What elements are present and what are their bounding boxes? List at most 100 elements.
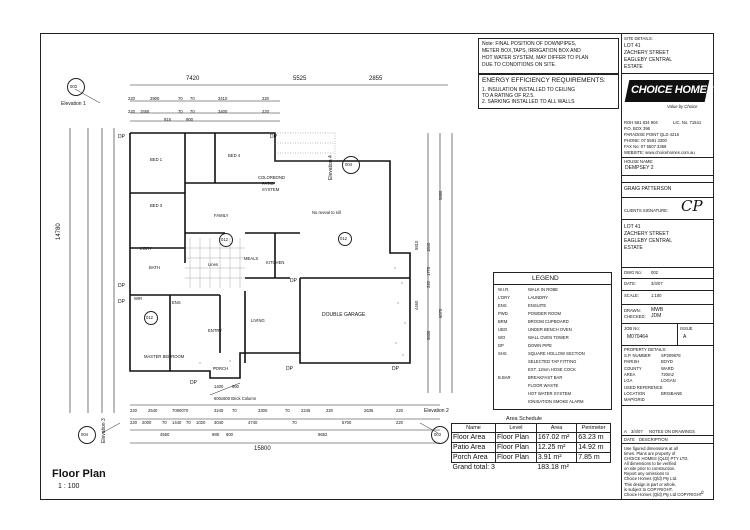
- legend-description: SQUARE HOLLOW SECTION: [528, 351, 585, 356]
- dim-bottom1-4: 3240: [214, 408, 224, 413]
- legend-abbr: PWD: [498, 311, 508, 316]
- dp-label: DP: [286, 366, 293, 372]
- desc-date-label: DATE: [624, 437, 635, 442]
- room-double-garage: DOUBLE GARAGE: [322, 312, 366, 318]
- legend-abbr: B.BAR: [498, 375, 511, 380]
- dim-bottom2-4: 1440: [172, 420, 182, 425]
- legal-note-line: Report any omissions to: [624, 471, 669, 476]
- elevation-marker: 004: [342, 156, 360, 174]
- schedule-header-cell: Area: [535, 423, 578, 433]
- dim-top-1: 7420: [186, 76, 200, 82]
- client-name: GRAIG PATTERSON: [624, 186, 672, 192]
- legal-note-line: Use figured dimensions at all: [624, 446, 678, 451]
- title-block: SITE DETAILS: LOT 41 ZACHERY STREET EAGL…: [621, 33, 714, 500]
- dp-label: DP: [118, 134, 125, 140]
- dim-bottom1-9: 220: [326, 408, 333, 413]
- revision-description: NOTES ON DRAWINGS: [649, 429, 695, 434]
- property-field-value: SP209878: [661, 353, 681, 358]
- dim-bottom2-5: 70: [186, 420, 191, 425]
- dim-bottom1-8: 2245: [301, 408, 311, 413]
- copyright-note-line: is subject to COPYRIGHT.: [624, 487, 673, 492]
- elevation-label: Elevation 2: [424, 408, 449, 414]
- brick-column-note: 600x600 Brick Column: [214, 396, 257, 401]
- dim-bottom1-3: 7090070: [172, 408, 189, 413]
- drawing-frame: [40, 33, 622, 500]
- note-line-2: METER BOX,TAPS, IRRIGATION BOX AND: [482, 48, 581, 54]
- property-field-value: WARD: [661, 365, 674, 371]
- dim-top-2: 5525: [293, 76, 307, 82]
- grand-total-row: Grand total: 3 183.18 m²: [452, 463, 611, 473]
- dim-top2-1: 220: [128, 96, 135, 101]
- schedule-cell: 7.85 m: [576, 452, 611, 463]
- contact-line: WEBSITE: www.choicehomes.com.au: [624, 150, 695, 155]
- legend-description: ENSUITE: [528, 303, 547, 308]
- schedule-header-cell: Level: [495, 423, 537, 433]
- dim-bottom3-2: 988: [212, 432, 219, 437]
- dim-top2-6: 220: [262, 96, 269, 101]
- dim-right-5: 1770: [426, 266, 431, 276]
- table-row: Porch Area Floor Plan 3.91 m² 7.85 m: [450, 452, 611, 463]
- room-colorbond: COLORBOND: [258, 175, 285, 180]
- room-ens: ENS: [172, 300, 181, 305]
- dim-bottom1-7: 70: [285, 408, 290, 413]
- schedule-table: Name Level Area Perimeter Floor Area Flo…: [450, 423, 611, 473]
- dp-label: DP: [118, 299, 125, 305]
- schedule-cell: 63.23 m: [576, 432, 611, 443]
- legend-abbr: UBO: [498, 327, 508, 332]
- dim-bottom3-1: 4550: [160, 432, 170, 437]
- date-value: 3/4/07: [651, 281, 663, 286]
- site-details-label: SITE DETAILS:: [624, 36, 653, 41]
- lot-line: EAGLEBY CENTRAL: [624, 238, 672, 244]
- room-porch: PORCH: [213, 366, 229, 371]
- dim-bottom1-5: 70: [232, 408, 237, 413]
- schedule-cell: Floor Plan: [495, 452, 537, 463]
- job-no: M070464: [627, 334, 648, 340]
- legend-description: LAUNDRY: [528, 295, 548, 300]
- client-signature: CP: [681, 197, 703, 215]
- dim-right-1: 5880: [438, 190, 443, 200]
- property-field-value: BOYD: [661, 359, 673, 365]
- legend-abbr: WO: [498, 335, 506, 340]
- legend-description: WALL OVEN TOWER: [528, 335, 569, 340]
- dim-bottom1-2: 2540: [148, 408, 158, 413]
- dp-label: DP: [190, 380, 197, 386]
- lot-line: ZACHERY STREET: [624, 231, 669, 237]
- section-marker: 012: [338, 232, 352, 246]
- property-field-label: LOCATION: [624, 390, 646, 396]
- room-ldry: L'DRY: [140, 246, 152, 251]
- checked-label: CHECKED:: [624, 314, 646, 319]
- note-line-1: Note: FINAL POSITION OF DOWNPIPES,: [482, 41, 577, 47]
- dim-top3-4: 70: [190, 109, 195, 114]
- room-linen: Linen: [208, 262, 219, 267]
- area-schedule: Area Schedule Name Level Area Perimeter …: [450, 415, 611, 495]
- brick-height: 660: [232, 384, 239, 389]
- legend-abbr: DP: [498, 343, 504, 348]
- property-field-value: 720m2: [661, 371, 674, 377]
- drawn-value: MWB: [651, 307, 664, 313]
- dp-label: DP: [270, 134, 277, 140]
- schedule-cell: Floor Plan: [495, 442, 537, 453]
- checked-value: JDM: [651, 313, 662, 319]
- legend-description: IONISATION SMOKE ALARM: [528, 399, 584, 404]
- property-field-label: USED REFERENCE: [624, 384, 663, 390]
- legend-abbr: L'DRY: [498, 295, 510, 300]
- schedule-cell: 12.25 m²: [535, 442, 578, 453]
- elevation-number: 004: [345, 162, 352, 167]
- legal-note-line: on site prior to construction.: [624, 466, 676, 471]
- legend-abbr: SHS: [498, 351, 507, 356]
- site-line: EAGLEBY CENTRAL: [624, 57, 672, 63]
- room-system: SYSTEM: [262, 187, 280, 192]
- dim-top3-2: 1555: [140, 109, 150, 114]
- elevation-number: 003: [434, 432, 441, 437]
- elevation-label: Elevation 3: [101, 418, 107, 443]
- legend-abbr: W.I.R.: [498, 287, 510, 292]
- job-no-label: JOB No:: [624, 326, 640, 331]
- room-bed3: BED 3: [150, 203, 163, 208]
- contact-line: P.O. BOX 396: [624, 126, 650, 131]
- elevation-number: 003: [70, 84, 77, 89]
- property-field-label: LGA: [624, 378, 633, 384]
- dim-right-2: 5810: [414, 240, 419, 250]
- property-field-label: S.P. NUMBER: [624, 353, 651, 358]
- scale-label: SCALE:: [624, 293, 639, 298]
- revision-id: A: [624, 429, 627, 434]
